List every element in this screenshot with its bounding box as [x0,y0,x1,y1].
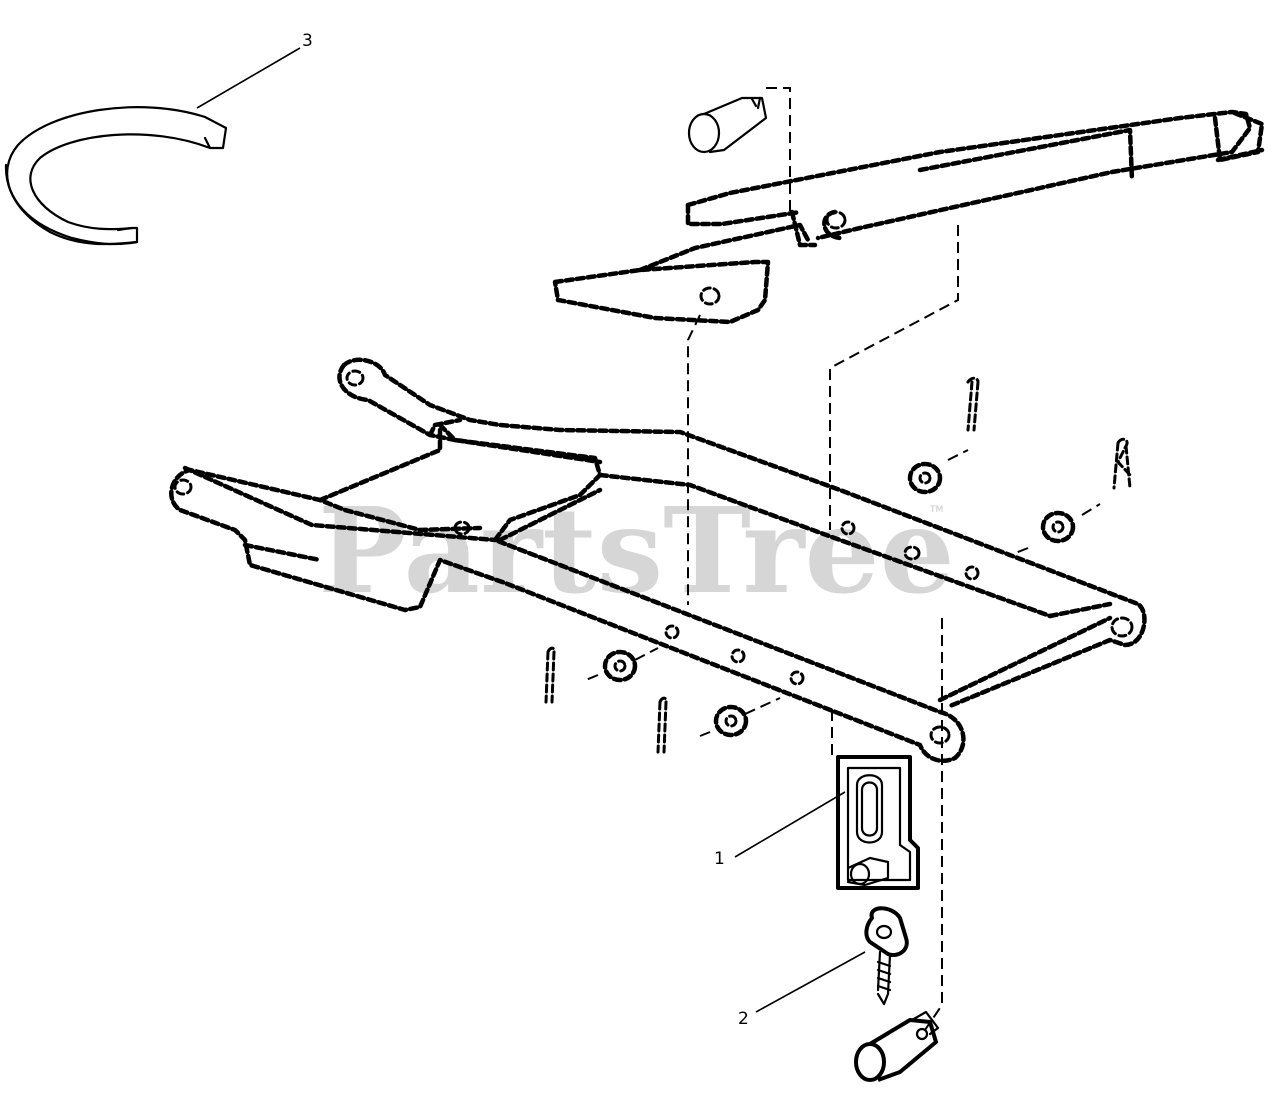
assembly-guide-lines [585,87,1101,1031]
lift-arm-assembly [552,109,1265,325]
callout-3: 3 [302,31,313,51]
callout-leaders [196,47,866,1013]
watermark-text: PartsTree [318,481,955,620]
upper-pin[interactable] [687,96,768,154]
watermark-trademark: TM [929,505,943,515]
part-1-latch-bracket[interactable] [836,755,920,890]
part-3-ring[interactable] [4,106,228,246]
clevis-pin[interactable] [854,1010,940,1082]
washers [602,461,1076,738]
callout-2: 2 [738,1009,749,1029]
part-2-eye-screw[interactable] [864,906,909,1006]
cotter-pins [544,376,1132,754]
main-frame [169,357,1147,763]
callout-1: 1 [714,849,725,869]
